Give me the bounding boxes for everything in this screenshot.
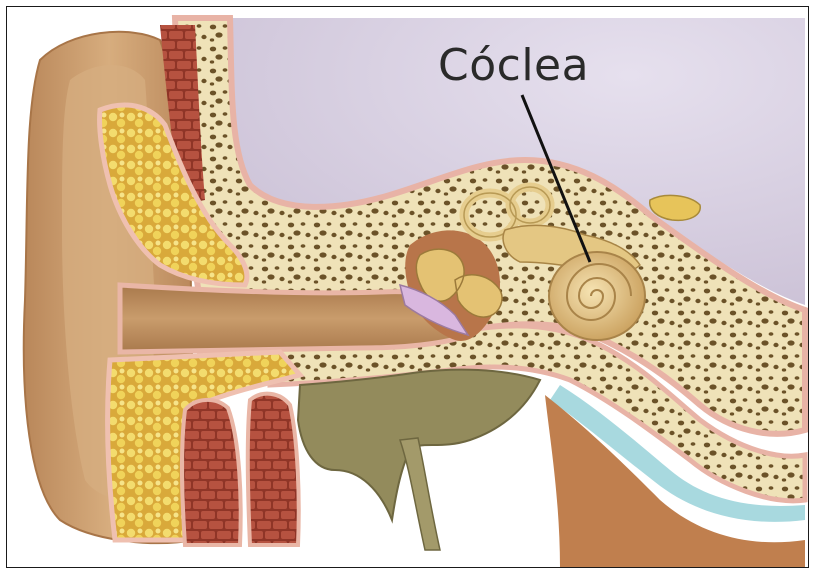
- image-border: [6, 6, 809, 568]
- cochlea-label: Cóclea: [438, 40, 589, 91]
